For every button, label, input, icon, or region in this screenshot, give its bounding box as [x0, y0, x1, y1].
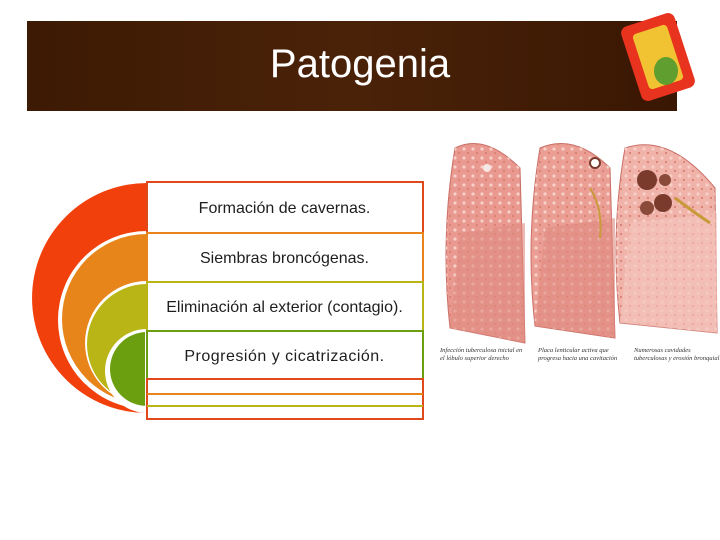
- figure-caption: Infección tuberculosa inicial en el lóbu…: [440, 347, 523, 362]
- list-item: Progresión y cicatrización.: [184, 348, 385, 365]
- item-box-2: [146, 281, 424, 332]
- arc-diagram: [32, 181, 425, 420]
- list-item: Formación de cavernas.: [198, 200, 371, 217]
- lung-stage-2: [530, 143, 616, 339]
- lung-stage-3: [615, 144, 718, 334]
- figure-caption: Numerosas cavidades tuberculosas y erosi…: [634, 347, 720, 362]
- lung-illustration: [445, 143, 718, 344]
- slide-title: Patogenia: [269, 42, 451, 86]
- item-box-1: [146, 232, 424, 283]
- item-box-0: [146, 181, 424, 234]
- item-box-3: [146, 330, 424, 380]
- list-item: Siembras broncógenas.: [200, 250, 369, 267]
- figure-caption: Placa lenticular activa que progresa hac…: [538, 347, 618, 362]
- list-item: Eliminación al exterior (contagio).: [166, 299, 403, 316]
- title-bar: [27, 21, 677, 111]
- logo-icon: [621, 13, 695, 101]
- lung-stage-1: [445, 143, 526, 344]
- arc-green: [110, 332, 147, 406]
